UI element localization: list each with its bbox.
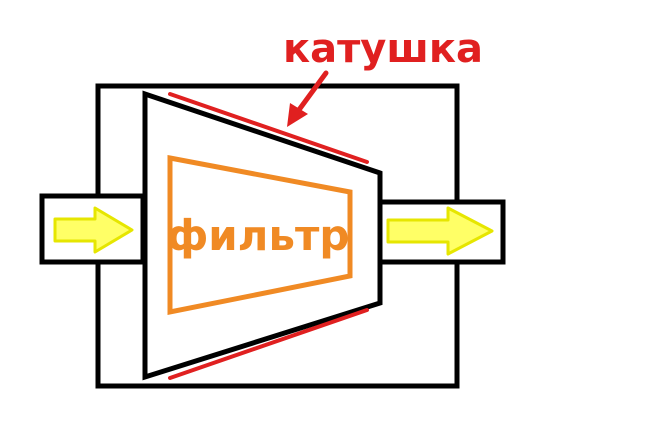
coil-label: катушка	[283, 26, 483, 72]
coil-line-top	[168, 92, 369, 164]
inlet-arrow	[53, 206, 134, 254]
coil-pointer-arrowhead	[287, 103, 308, 127]
coil-line-bottom	[168, 308, 369, 380]
outlet-arrow	[386, 206, 494, 256]
filter-element	[167, 154, 353, 316]
filter-label: фильтр	[167, 211, 350, 260]
